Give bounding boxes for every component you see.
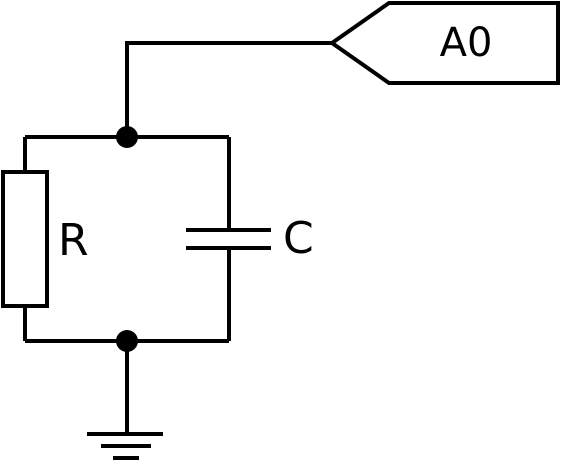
resistor: R: [1, 170, 89, 308]
resistor-label: R: [58, 215, 89, 266]
port-label: A0: [440, 20, 493, 66]
resistor-body: [1, 170, 49, 308]
junction-top: [116, 126, 138, 148]
capacitor: C: [186, 213, 314, 264]
capacitor-label: C: [283, 213, 314, 264]
ground-icon: [87, 432, 163, 460]
connector-tag-icon: A0: [328, 1, 560, 85]
junction-bottom: [116, 330, 138, 352]
port-tag: [328, 1, 560, 85]
wire-port-to-node: [125, 41, 332, 137]
